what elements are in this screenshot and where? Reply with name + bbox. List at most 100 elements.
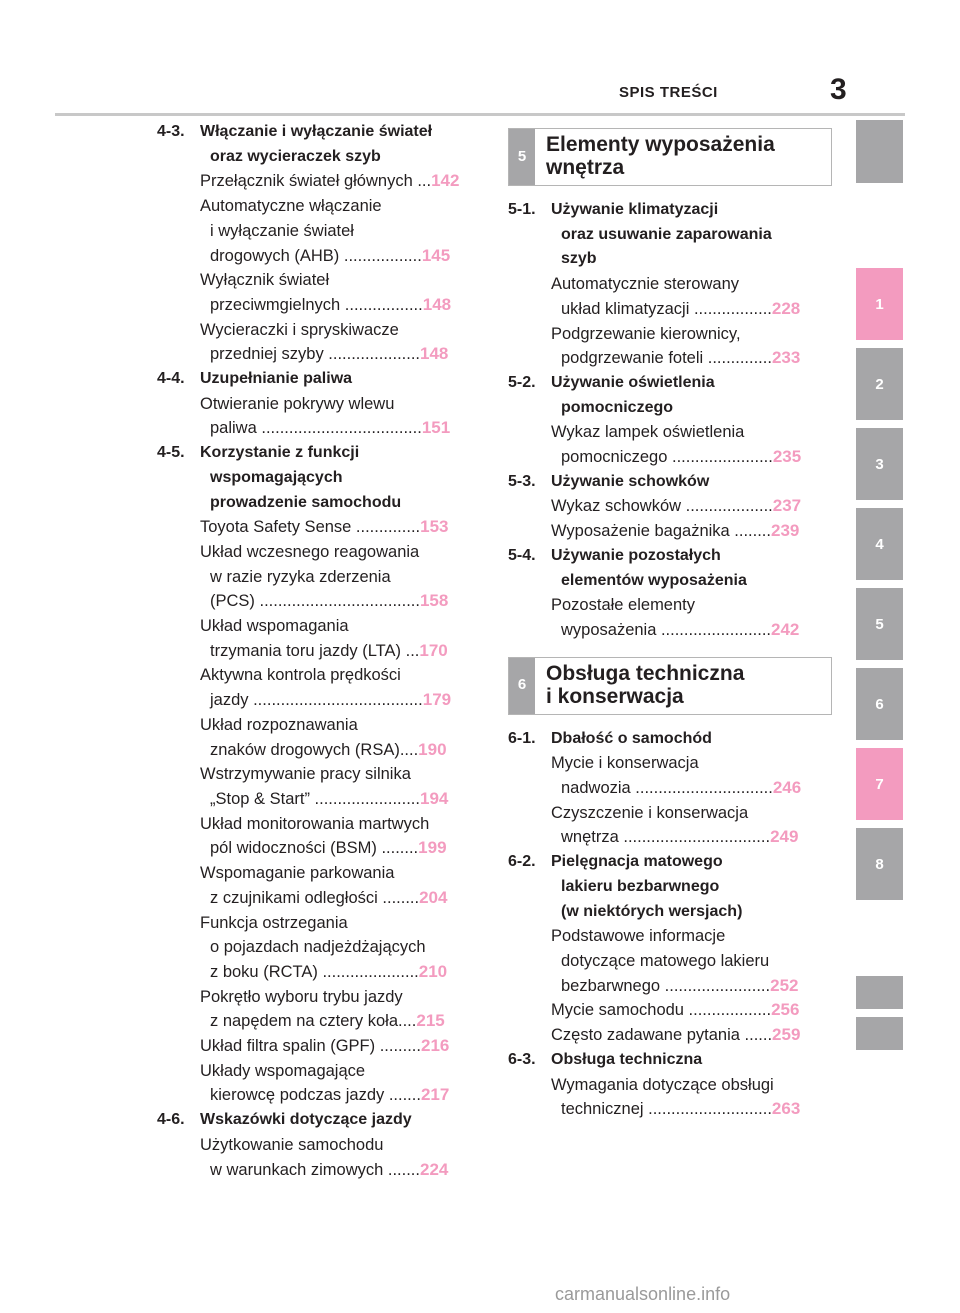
side-tab-3[interactable]: 3 [856,428,903,500]
page-link[interactable]: 210 [418,961,448,981]
page-link[interactable]: 170 [419,640,448,660]
section-heading[interactable]: 5-3.Używanie schowków [508,470,830,495]
entry-last-line: kierowcę podczas jazdy .......217 [200,1083,477,1108]
page-link[interactable]: 237 [772,496,802,516]
side-tab-5[interactable]: 5 [856,588,903,660]
section-heading[interactable]: 6-3.Obsługa techniczna [508,1048,830,1073]
side-tab-7[interactable]: 7 [856,748,903,820]
page-link[interactable]: 204 [419,887,448,907]
section-title: Dbałość o samochód [551,727,830,752]
entry-text: paliwa .................................… [210,419,422,438]
toc-entry[interactable]: Toyota Safety Sense ..............153 [200,515,477,540]
page-link[interactable]: 142 [431,171,460,191]
page-link[interactable]: 235 [772,447,802,467]
entry-text-line: Układ wspomagania [200,617,349,636]
page-link[interactable]: 194 [419,788,449,808]
page-link[interactable]: 224 [419,1159,449,1179]
side-tab-6[interactable]: 6 [856,668,903,740]
section-heading[interactable]: 6-1.Dbałość o samochód [508,727,830,752]
toc-entry[interactable]: Wstrzymywanie pracy silnika„Stop & Start… [200,762,477,811]
page-link[interactable]: 199 [418,838,447,858]
toc-entry[interactable]: Przełącznik świateł głównych ...142 [200,169,477,194]
page-link[interactable]: 215 [416,1011,445,1031]
toc-entry[interactable]: Układ filtra spalin (GPF) .........216 [200,1034,477,1059]
toc-entry[interactable]: Wyposażenie bagażnika ........239 [551,519,830,544]
toc-entry[interactable]: Podgrzewanie kierownicy,podgrzewanie fot… [551,322,830,371]
page-link[interactable]: 217 [420,1085,450,1105]
side-tab-2[interactable]: 2 [856,348,903,420]
page-link[interactable]: 246 [772,778,802,798]
section-heading[interactable]: 4-6.Wskazówki dotyczące jazdy [157,1108,477,1133]
page-link[interactable]: 179 [422,690,452,710]
page-link[interactable]: 158 [419,591,449,611]
section-title-line: Używanie klimatyzacji [551,201,719,218]
page-link[interactable]: 190 [418,739,447,759]
entry-last-line: z boku (RCTA) .....................210 [200,960,477,985]
toc-entry[interactable]: Wykaz schowków ...................237 [551,494,830,519]
section-heading[interactable]: 4-4.Uzupełnianie paliwa [157,367,477,392]
entry-text: „Stop & Start” ....................... [210,789,420,808]
page-link[interactable]: 233 [771,348,801,368]
page-link[interactable]: 263 [771,1099,801,1119]
page-link[interactable]: 148 [420,344,449,364]
page-link[interactable]: 228 [771,298,801,318]
side-tab-blank-a[interactable] [856,976,903,1009]
section-code: 4-3. [157,123,185,140]
toc-entry[interactable]: Mycie samochodu ..................256 [551,998,830,1023]
entry-text-line: Mycie i konserwacja [551,754,699,773]
page-link[interactable]: 145 [421,245,451,265]
side-tab-blank-top[interactable] [856,120,903,183]
section-code: 6-2. [508,853,536,871]
chapter-6-box[interactable]: 6 Obsługa techniczna i konserwacja [508,656,832,715]
page-link[interactable]: 216 [420,1036,450,1056]
page-link[interactable]: 239 [770,521,800,541]
toc-entry[interactable]: Często zadawane pytania ......259 [551,1023,830,1048]
side-tab-1[interactable]: 1 [856,268,903,340]
page-link[interactable]: 256 [771,1000,800,1020]
page-link[interactable]: 252 [770,975,799,995]
page-link[interactable]: 242 [771,619,800,639]
side-tab-blank-b[interactable] [856,1017,903,1050]
section-title-line: Dbałość o samochód [551,729,712,747]
page-link[interactable]: 148 [422,294,452,314]
page-link[interactable]: 259 [772,1025,801,1045]
entry-last-line: z napędem na cztery koła....215 [200,1009,477,1034]
section-title-line: oraz wycieraczek szyb [210,147,381,165]
side-tab-8[interactable]: 8 [856,828,903,900]
side-tab-4[interactable]: 4 [856,508,903,580]
page-link[interactable]: 153 [420,517,449,537]
chapter-5-box[interactable]: 5 Elementy wyposażenia wnętrza [508,128,832,186]
page-link[interactable]: 249 [770,827,799,847]
section-code: 4-4. [157,370,185,388]
page-link[interactable]: 151 [421,418,451,438]
